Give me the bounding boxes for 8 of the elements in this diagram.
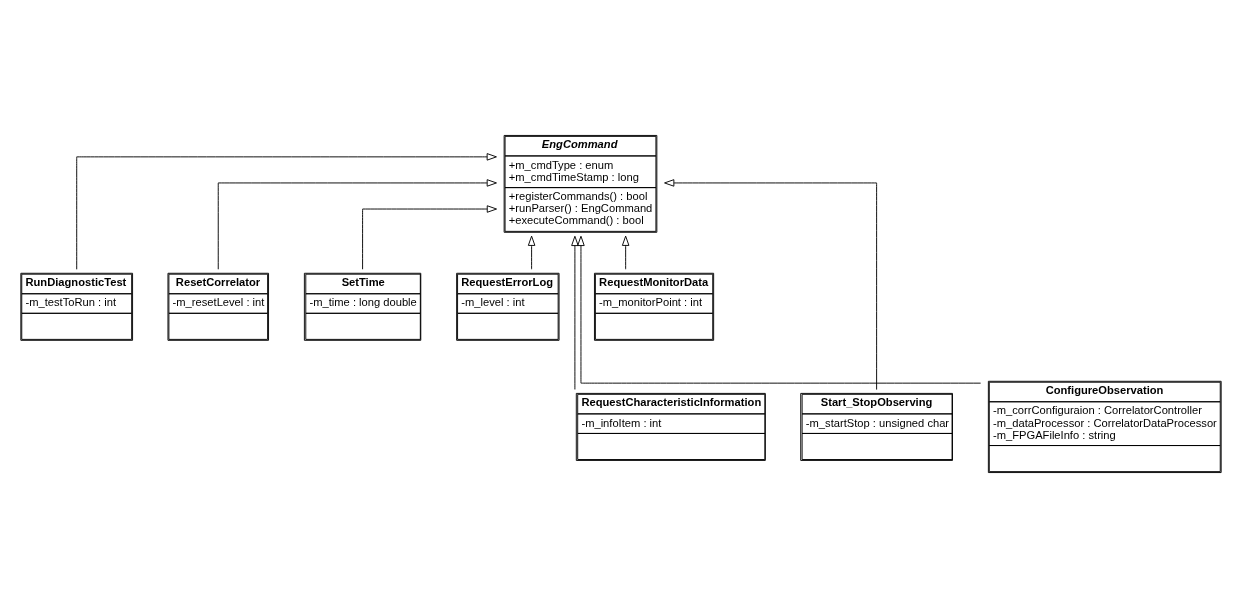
arrow (621, 235, 630, 270)
arrow (527, 235, 536, 270)
arrow (76, 152, 497, 270)
arrow (362, 204, 497, 270)
arrow (664, 178, 878, 390)
arrow (571, 235, 579, 390)
arrow (577, 235, 982, 384)
arrow (217, 178, 497, 270)
